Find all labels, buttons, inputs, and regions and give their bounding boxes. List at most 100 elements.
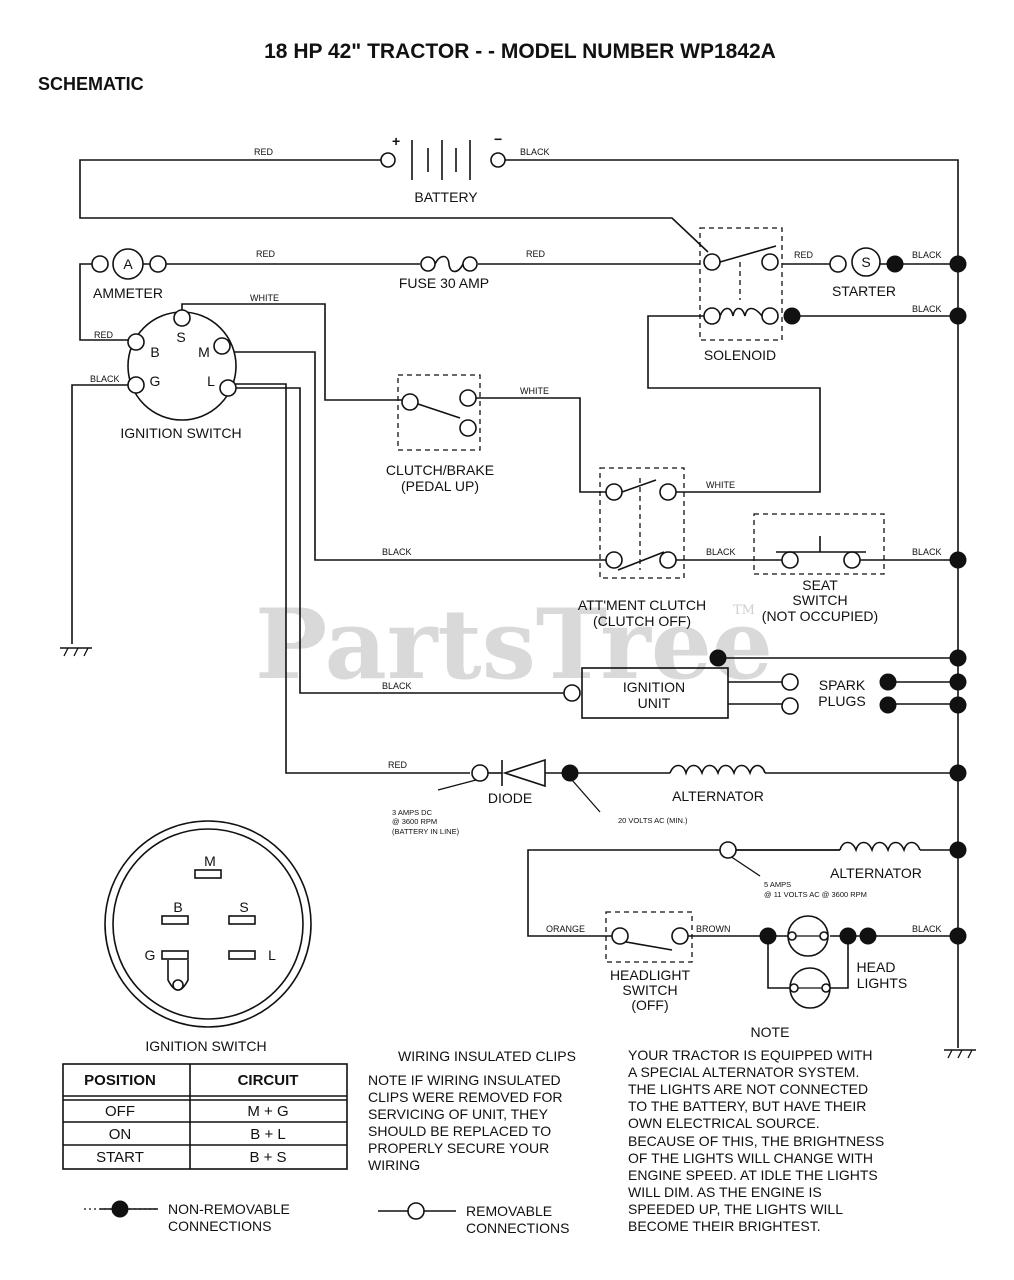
note-line: THE LIGHTS ARE NOT CONNECTED [628, 1081, 868, 1097]
note-line: YOUR TRACTOR IS EQUIPPED WITH [628, 1047, 873, 1063]
ignition-terminal-g: G [150, 373, 161, 389]
diode: DIODE 3 AMPS DC @ 3600 RPM (BATTERY IN L… [392, 758, 579, 836]
wire-label-black-seat: BLACK [706, 547, 736, 557]
note-line: TO THE BATTERY, BUT HAVE THEIR [628, 1098, 866, 1114]
diode-note-line3: (BATTERY IN LINE) [392, 827, 460, 836]
solenoid: SOLENOID [699, 227, 783, 363]
seat-switch-line2: SWITCH [792, 592, 847, 608]
fuse-label: FUSE 30 AMP [399, 275, 489, 291]
alternator-dc-note: 20 VOLTS AC (MIN.) [618, 816, 688, 825]
wire-label-white-ignition: WHITE [250, 293, 279, 303]
wiring-clips-line: CLIPS WERE REMOVED FOR [368, 1089, 562, 1105]
ground-symbol-right [944, 1049, 976, 1059]
fuse: FUSE 30 AMP [399, 255, 489, 291]
page-title: 18 HP 42" TRACTOR - - MODEL NUMBER WP184… [264, 40, 776, 63]
alternator-dc-label: ALTERNATOR [672, 788, 764, 804]
alternator-ac-label: ALTERNATOR [830, 865, 922, 881]
alternator-dc: ALTERNATOR 20 VOLTS AC (MIN.) [618, 764, 766, 825]
note-line: OWN ELECTRICAL SOURCE. [628, 1115, 820, 1131]
alternator-ac-note-line2: @ 11 VOLTS AC @ 3600 RPM [764, 890, 867, 899]
battery: + − BATTERY [380, 131, 506, 205]
diode-label: DIODE [488, 790, 532, 806]
diode-note-line1: 3 AMPS DC [392, 808, 433, 817]
watermark-tm: TM [733, 603, 755, 618]
wire-label-red-fuse: RED [526, 249, 546, 259]
wire-label-black-seat-ground: BLACK [912, 547, 942, 557]
note-line: WILL DIM. AS THE ENGINE IS [628, 1184, 822, 1200]
detail-label: IGNITION SWITCH [145, 1038, 266, 1054]
headlight-switch-line1: HEADLIGHT [610, 967, 691, 983]
detail-terminal-g: G [145, 947, 156, 963]
wire-label-black-att: BLACK [382, 547, 412, 557]
wire-label-red-battery: RED [254, 147, 274, 157]
legend-removable: REMOVABLE CONNECTIONS [378, 1202, 569, 1236]
spark-plugs-line1: SPARK [819, 677, 866, 693]
wiring-clips-heading: WIRING INSULATED CLIPS [398, 1048, 576, 1064]
starter: S STARTER [829, 247, 904, 299]
detail-terminal-b: B [173, 899, 182, 915]
wire-label-black-battery: BLACK [520, 147, 550, 157]
legend-removable-line1: REMOVABLE [466, 1203, 552, 1219]
ground-symbol-left [60, 647, 92, 657]
alternator-note: NOTE YOUR TRACTOR IS EQUIPPED WITH A SPE… [628, 1024, 884, 1234]
wire-label-black-ignition-unit: BLACK [382, 681, 412, 691]
table-cell-position: ON [109, 1126, 132, 1143]
wire-label-red-ammeter: RED [256, 249, 276, 259]
wire-label-black-solenoid: BLACK [912, 304, 942, 314]
table-cell-circuit: B + S [249, 1149, 286, 1166]
table-header-position: POSITION [84, 1072, 156, 1089]
wire-label-red-solenoid: RED [794, 250, 814, 260]
wire-label-black-starter: BLACK [912, 250, 942, 260]
head-lights-line2: LIGHTS [857, 975, 908, 991]
solenoid-label: SOLENOID [704, 347, 776, 363]
wiring-clips-line: SHOULD BE REPLACED TO [368, 1123, 551, 1139]
table-header-circuit: CIRCUIT [238, 1072, 299, 1089]
note-line: BECAUSE OF THIS, THE BRIGHTNESS [628, 1133, 884, 1149]
att-clutch-line2: (CLUTCH OFF) [593, 613, 691, 629]
ignition-unit-line2: UNIT [638, 695, 671, 711]
table-cell-position: OFF [105, 1103, 135, 1120]
wire-label-orange: ORANGE [546, 924, 585, 934]
wire-label-white-att: WHITE [706, 480, 735, 490]
wiring-clips-line: PROPERLY SECURE YOUR [368, 1140, 549, 1156]
page-subtitle: SCHEMATIC [38, 74, 144, 94]
table-cell-circuit: B + L [250, 1126, 285, 1143]
attachment-clutch-switch: ATT'MENT CLUTCH (CLUTCH OFF) [578, 467, 706, 629]
detail-terminal-l: L [268, 947, 276, 963]
spark-plugs-line2: PLUGS [818, 693, 865, 709]
detail-terminal-s: S [239, 899, 248, 915]
note-line: ENGINE SPEED. AT IDLE THE LIGHTS [628, 1167, 878, 1183]
ammeter-symbol: A [123, 256, 133, 272]
ammeter-label: AMMETER [93, 285, 163, 301]
legend-non-removable-line2: CONNECTIONS [168, 1218, 271, 1234]
ignition-terminal-s: S [176, 329, 185, 345]
wire-label-white-clutch: WHITE [520, 386, 549, 396]
wire-label-black-ignition: BLACK [90, 374, 120, 384]
solenoid-ground-node [783, 307, 801, 325]
battery-label: BATTERY [414, 189, 478, 205]
wire-label-black-lights: BLACK [912, 924, 942, 934]
ignition-switch-detail: M B S G L IGNITION SWITCH [104, 820, 312, 1054]
note-line: OF THE LIGHTS WILL CHANGE WITH [628, 1150, 873, 1166]
table-cell-circuit: M + G [247, 1103, 288, 1120]
table-cell-position: START [96, 1149, 144, 1166]
alternator-ac: ALTERNATOR 5 AMPS @ 11 VOLTS AC @ 3600 R… [719, 841, 922, 899]
diode-note-line2: @ 3600 RPM [392, 817, 437, 826]
wiring-clips-line: WIRING [368, 1157, 420, 1173]
wiring-clips-line: NOTE IF WIRING INSULATED [368, 1072, 561, 1088]
watermark: PartsTree [255, 588, 773, 701]
note-line: A SPECIAL ALTERNATOR SYSTEM. [628, 1064, 859, 1080]
clutch-brake-line2: (PEDAL UP) [401, 478, 479, 494]
ignition-terminal-b: B [150, 344, 159, 360]
ignition-unit: IGNITION UNIT [563, 649, 729, 719]
ammeter: A AMMETER [91, 248, 167, 301]
wire-label-brown: BROWN [696, 924, 731, 934]
position-table: POSITION CIRCUIT OFF M + G ON B + L STAR… [62, 1063, 348, 1170]
head-lights-line1: HEAD [857, 959, 896, 975]
spark-plugs: SPARK PLUGS [781, 673, 897, 715]
battery-minus: − [494, 131, 502, 147]
head-lights: HEAD LIGHTS [759, 915, 908, 1009]
ground-bus-nodes [949, 255, 967, 945]
seat-switch-line1: SEAT [802, 577, 838, 593]
